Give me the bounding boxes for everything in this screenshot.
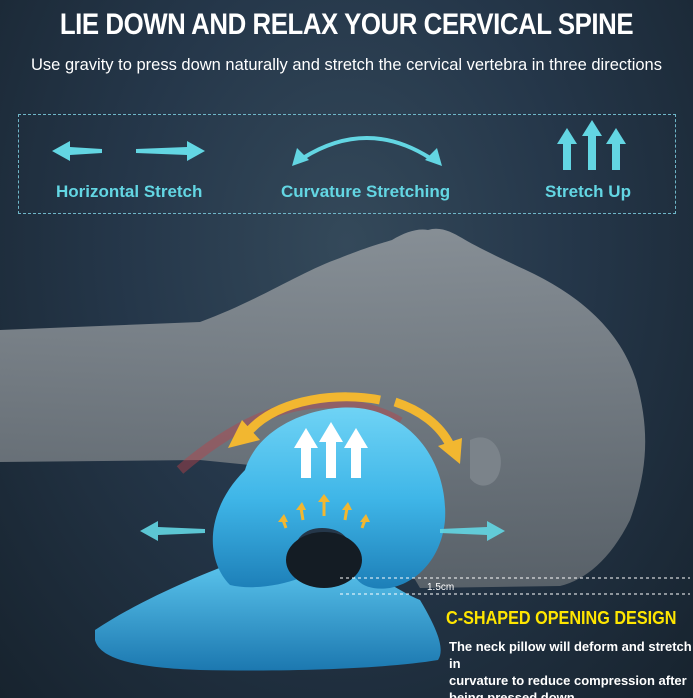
side-arrows (140, 521, 505, 541)
curvature-arrows (228, 392, 462, 464)
pillow-base (95, 560, 441, 671)
design-note-body: The neck pillow will deform and stretch … (449, 638, 693, 698)
up-arrows-gold (278, 494, 370, 529)
stretch-directions-panel (18, 114, 676, 214)
design-note-line: curvature to reduce compression after (449, 673, 687, 688)
design-note-title: C-SHAPED OPENING DESIGN (446, 608, 677, 628)
up-arrows-white (294, 422, 368, 478)
page-subtitle: Use gravity to press down naturally and … (31, 56, 662, 74)
page-title: LIE DOWN AND RELAX YOUR CERVICAL SPINE (59, 8, 634, 41)
design-note-line: The neck pillow will deform and stretch … (449, 639, 692, 671)
gap-measure (340, 577, 690, 595)
curved-double-arrow-icon (292, 136, 442, 166)
horizontal-double-arrow-icon (52, 141, 205, 161)
design-note-line: being pressed down. (449, 690, 579, 698)
direction-label-curvature: Curvature Stretching (281, 182, 451, 201)
gap-size-label: 1.5cm (427, 582, 455, 593)
c-shaped-pillow (212, 407, 446, 589)
direction-label-horizontal: Horizontal Stretch (56, 182, 203, 201)
triple-up-arrow-icon (557, 120, 626, 170)
direction-label-up: Stretch Up (545, 182, 631, 201)
